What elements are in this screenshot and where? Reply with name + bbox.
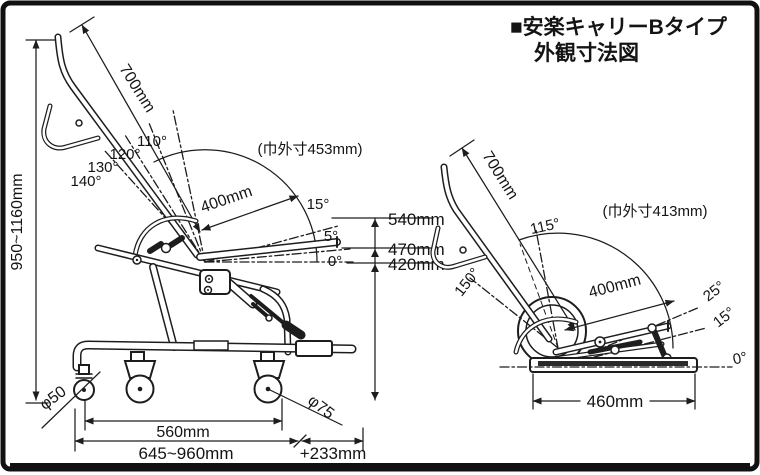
recline-fan-arc — [153, 149, 318, 263]
recline-angle-110-label: 110° — [137, 133, 167, 150]
tilt-5-label: 5° — [324, 228, 338, 245]
recline-angle-130-label: 130° — [87, 159, 118, 176]
support-strut — [651, 328, 668, 360]
caster-fork — [252, 360, 286, 379]
backrest-dim-line — [81, 24, 201, 233]
pivot-clamp-left — [147, 241, 164, 254]
front-caster — [73, 364, 95, 401]
ref-arrow-420 — [371, 264, 379, 272]
front-caster-leader — [41, 371, 101, 429]
lever-grip — [281, 320, 306, 340]
extension-label: +233mm — [300, 444, 367, 463]
recline-angle-120-label: 120° — [109, 146, 140, 163]
tilt-0-label: 0° — [328, 253, 342, 270]
tilt-15-label: 15° — [307, 196, 330, 213]
caster-hub — [265, 386, 271, 392]
recline-line-120 — [148, 122, 206, 263]
caster-fork — [123, 360, 157, 379]
armrest-bolt — [75, 119, 83, 127]
backrest-dim-line — [461, 147, 576, 331]
backrest-dim-tick — [69, 16, 95, 33]
height-dim-label: 950~1160mm — [9, 173, 26, 270]
drawing-title-line2: 外観寸法図 — [534, 41, 639, 65]
wheel-span-label: 560mm — [156, 424, 209, 441]
base-length-label: 645~960mm — [139, 444, 234, 463]
adjust-lever — [249, 294, 288, 327]
mid-caster — [123, 351, 157, 404]
angle-line-aux — [519, 243, 559, 349]
seat-height-high-label: 540mm — [388, 210, 445, 229]
side-view-chair — [41, 33, 357, 404]
recline-angle-140-label: 140° — [70, 173, 101, 190]
pivot-clamp-right — [168, 235, 185, 248]
ref-arrow-540 — [371, 219, 379, 227]
pivot-bolt — [160, 242, 172, 254]
tilt-line-5 — [204, 248, 351, 263]
rear-caster — [252, 351, 286, 404]
caster-hub — [137, 386, 143, 392]
seat-depth-dim-line — [201, 195, 299, 231]
recline-line-130 — [124, 134, 206, 263]
base-length-label: 460mm — [587, 392, 644, 411]
rear-caster-leader — [269, 389, 343, 426]
seat-depth-dim-line — [564, 299, 675, 332]
base-telescope-joint — [295, 340, 333, 357]
angle-115-label: 115° — [529, 215, 562, 238]
angle-line-115 — [535, 229, 559, 349]
armrest-bolt — [459, 246, 467, 254]
gas-spring-rod — [251, 302, 269, 318]
title-block: ■安楽キャリーBタイプ 外観寸法図 — [510, 15, 728, 65]
ref-arrow-470 — [371, 249, 379, 257]
backrest-dim-tick — [449, 139, 475, 157]
width-note-label: (巾外寸413mm) — [602, 203, 707, 220]
base-clamp — [193, 340, 229, 351]
angle-0-label: 0° — [731, 349, 749, 369]
ref-arrow-ground — [371, 392, 379, 400]
drawing-title-line1: ■安楽キャリーBタイプ — [510, 15, 728, 39]
seat-height-low-label: 420mm — [388, 255, 445, 274]
width-note-label: (巾外寸453mm) — [257, 141, 362, 158]
dim-junction-tick — [293, 434, 307, 448]
recline-line-110 — [172, 109, 206, 263]
reclined-view-chair — [430, 163, 733, 373]
reclined-view: 700mm (巾外寸413mm) 115° 150° 400mm 25° 15°… — [430, 139, 749, 411]
base-plate-mat — [538, 361, 688, 366]
